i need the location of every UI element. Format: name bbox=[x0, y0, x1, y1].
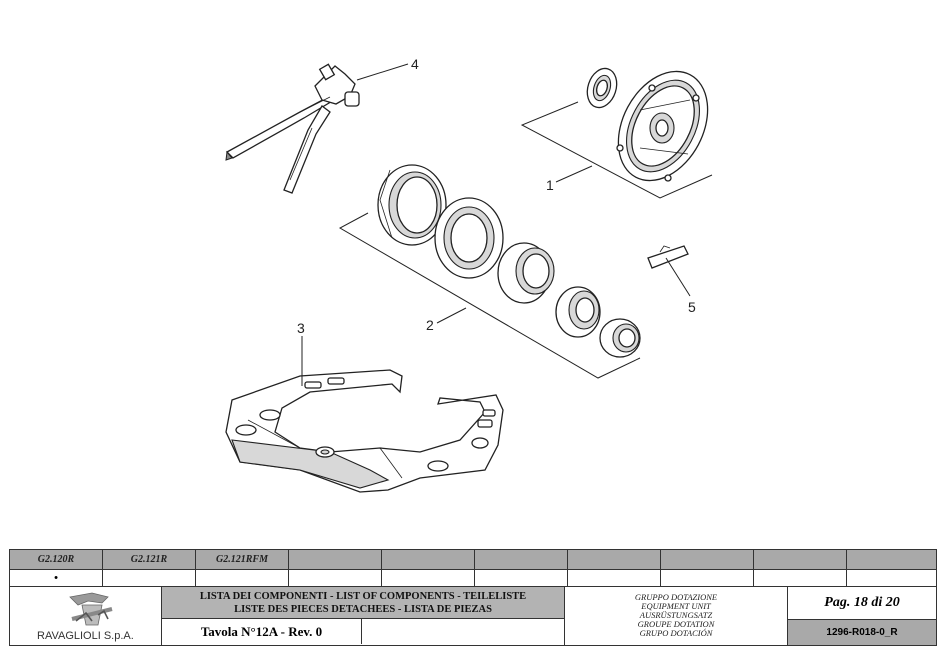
company-name: RAVAGLIOLI S.p.A. bbox=[37, 630, 134, 642]
cone-set bbox=[377, 164, 641, 358]
mark-cell bbox=[847, 570, 936, 586]
leader-line-4 bbox=[356, 63, 409, 81]
mark-cell bbox=[754, 570, 847, 586]
company-logo-cell: RAVAGLIOLI S.p.A. bbox=[10, 587, 162, 645]
model-header-row: G2.120R G2.121R G2.121RFM bbox=[10, 550, 936, 569]
model-cell bbox=[382, 550, 475, 569]
callout-5: 5 bbox=[688, 299, 696, 315]
bracket-1 bbox=[520, 101, 713, 199]
callout-2: 2 bbox=[426, 317, 434, 333]
model-cell bbox=[289, 550, 382, 569]
list-title-line: LISTE DES PIECES DETACHEES - LISTA DE PI… bbox=[234, 604, 492, 615]
mark-cell bbox=[196, 570, 289, 586]
document-code: 1296-R018-0_R bbox=[788, 620, 936, 645]
component-list-title: LISTA DEI COMPONENTI - LIST OF COMPONENT… bbox=[162, 587, 564, 619]
callout-4: 4 bbox=[411, 56, 419, 72]
bracket-2 bbox=[338, 212, 641, 379]
model-cell bbox=[661, 550, 754, 569]
leader-line-2 bbox=[436, 307, 467, 324]
model-cell: G2.121RFM bbox=[196, 550, 289, 569]
mark-cell bbox=[382, 570, 475, 586]
model-cell: G2.120R bbox=[10, 550, 103, 569]
model-mark-row: • bbox=[10, 569, 936, 587]
group-name-line: AUSRÜSTUNGSATZ bbox=[639, 610, 713, 620]
model-cell bbox=[754, 550, 847, 569]
ravaglioli-logo bbox=[69, 592, 113, 626]
list-title-line: LISTA DEI COMPONENTI - LIST OF COMPONENT… bbox=[199, 591, 527, 602]
group-name-line: GROUPE DOTATION bbox=[637, 619, 715, 629]
pliers-tool bbox=[225, 63, 360, 194]
model-cell bbox=[475, 550, 568, 569]
table-revision: Tavola N°12A - Rev. 0 bbox=[162, 619, 362, 644]
model-cell bbox=[847, 550, 936, 569]
group-name-cell: GRUPPO DOTAZIONE EQUIPMENT UNIT AUSRÜSTU… bbox=[565, 587, 788, 645]
mark-cell bbox=[568, 570, 661, 586]
mark-cell bbox=[289, 570, 382, 586]
page-info-cell: Pag. 18 di 20 1296-R018-0_R bbox=[788, 587, 936, 645]
mark-cell bbox=[475, 570, 568, 586]
mark-cell bbox=[661, 570, 754, 586]
page-number: Pag. 18 di 20 bbox=[788, 587, 936, 620]
model-cell bbox=[568, 550, 661, 569]
cone-holder-tray bbox=[225, 369, 504, 493]
mark-cell: • bbox=[10, 570, 103, 586]
title-block: G2.120R G2.121R G2.121RFM • RAVAGLIOLI S… bbox=[9, 549, 937, 646]
component-list-cell: LISTA DEI COMPONENTI - LIST OF COMPONENT… bbox=[162, 587, 565, 645]
mark-cell bbox=[103, 570, 196, 586]
model-cell: G2.121R bbox=[103, 550, 196, 569]
weight-clip bbox=[647, 245, 689, 269]
exploded-parts-drawing: 4 1 2 3 5 bbox=[225, 56, 713, 493]
group-name-line: GRUPPO DOTAZIONE bbox=[634, 592, 718, 602]
leader-line-1 bbox=[555, 165, 593, 183]
callout-1: 1 bbox=[546, 177, 554, 193]
leader-line-5 bbox=[665, 257, 691, 297]
callout-3: 3 bbox=[297, 320, 305, 336]
group-name-line: GRUPO DOTACIÓN bbox=[639, 628, 713, 638]
group-name-line: EQUIPMENT UNIT bbox=[641, 601, 711, 611]
backing-plate-with-bearing bbox=[586, 67, 709, 182]
